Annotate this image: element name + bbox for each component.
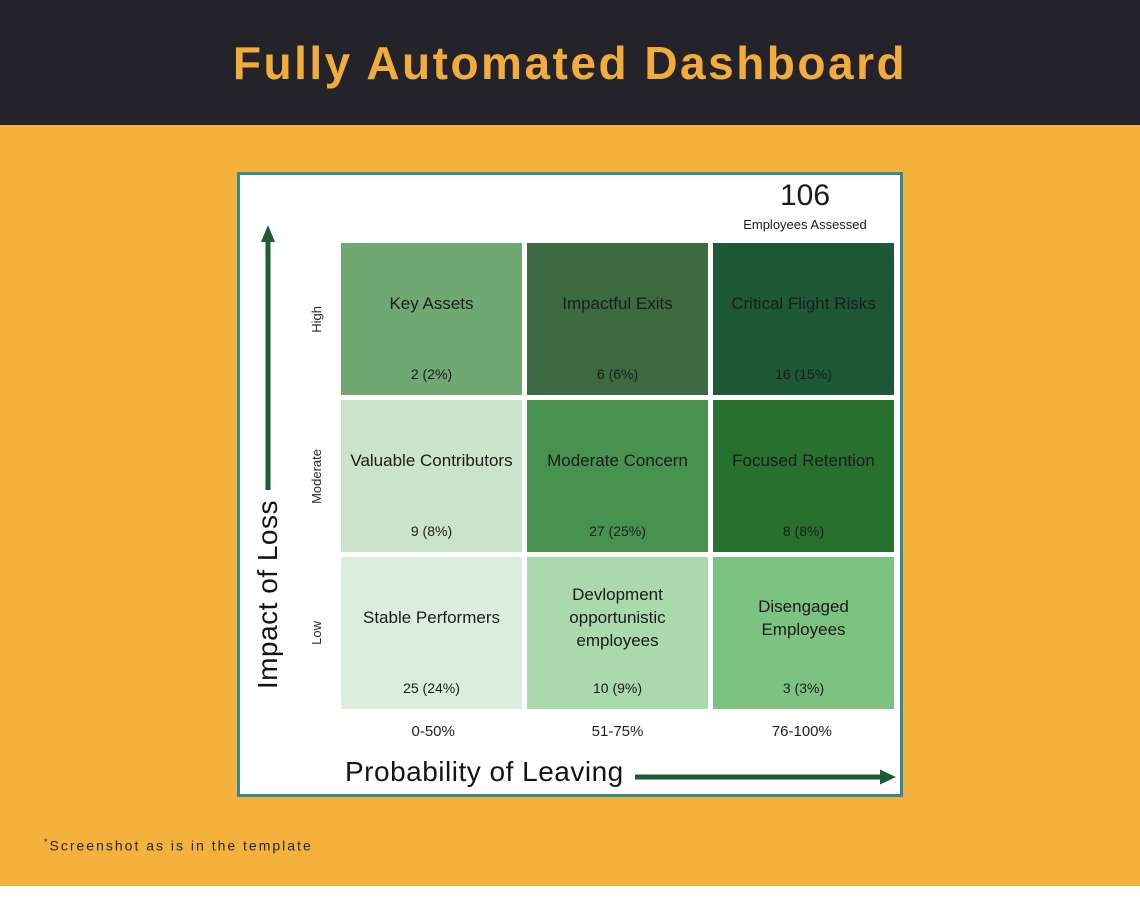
y-tick-low: Low [308,621,324,645]
dashboard-background: 106 Employees Assessed Impact of Loss Hi… [0,125,1140,886]
segment-title: Moderate Concern [547,451,688,471]
matrix-cell-stable-performers: Stable Performers 25 (24%) [341,557,522,709]
x-tick-51-75: 51-75% [591,723,644,740]
segment-title: Focused Retention [732,451,875,471]
segment-count: 2 (2%) [410,366,453,382]
segment-count: 9 (8%) [410,523,453,539]
title-bar: Fully Automated Dashboard [0,0,1140,125]
segment-count: 25 (24%) [403,680,460,696]
segment-count: 10 (9%) [592,680,643,696]
x-tick-76-100: 76-100% [771,723,832,740]
y-axis-arrow-icon [261,225,275,490]
y-axis-title: Impact of Loss [252,499,283,690]
segment-count: 8 (8%) [782,523,825,539]
matrix-cell-critical-flight-risks: Critical Flight Risks 16 (15%) [713,243,894,395]
segment-title: Devlopment opportunistic employees [569,585,666,650]
matrix-cell-development-opportunistic: Devlopment opportunistic employees 10 (9… [527,557,708,709]
x-axis-arrow-icon [635,769,896,785]
y-tick-high: High [308,305,324,333]
page-title: Fully Automated Dashboard [232,36,908,89]
footnote-marker: * [44,837,50,847]
segment-count: 6 (6%) [596,366,639,382]
matrix-cell-impactful-exits: Impactful Exits 6 (6%) [527,243,708,395]
segment-count: 16 (15%) [775,366,832,382]
segment-title: Disengaged Employees [758,596,849,639]
segment-title: Stable Performers [363,608,500,628]
x-axis-title: Probability of Leaving [345,756,624,787]
x-axis-ticks: 0-50% 51-75% 76-100% [341,723,894,740]
employees-assessed-kpi: 106 Employees Assessed [705,179,905,232]
y-tick-moderate: Moderate [308,448,324,504]
y-axis-title-wrap: Impact of Loss [240,497,296,692]
matrix-cell-moderate-concern: Moderate Concern 27 (25%) [527,400,708,552]
risk-matrix-grid: Key Assets 2 (2%) Impactful Exits 6 (6%)… [341,243,894,709]
segment-title: Valuable Contributors [350,451,513,471]
matrix-cell-focused-retention: Focused Retention 8 (8%) [713,400,894,552]
segment-title: Key Assets [389,294,474,314]
segment-count: 3 (3%) [782,680,825,696]
matrix-cell-key-assets: Key Assets 2 (2%) [341,243,522,395]
footnote: *Screenshot as is in the template [44,837,313,854]
matrix-cell-disengaged-employees: Disengaged Employees 3 (3%) [713,557,894,709]
segment-title: Impactful Exits [562,294,673,314]
footnote-text: Screenshot as is in the template [49,837,313,854]
segment-count: 27 (25%) [589,523,646,539]
x-tick-0-50: 0-50% [411,723,455,740]
kpi-label: Employees Assessed [743,217,867,232]
kpi-value: 106 [779,179,831,212]
matrix-card: 106 Employees Assessed Impact of Loss Hi… [237,172,903,797]
segment-title: Critical Flight Risks [731,294,876,314]
matrix-cell-valuable-contributors: Valuable Contributors 9 (8%) [341,400,522,552]
